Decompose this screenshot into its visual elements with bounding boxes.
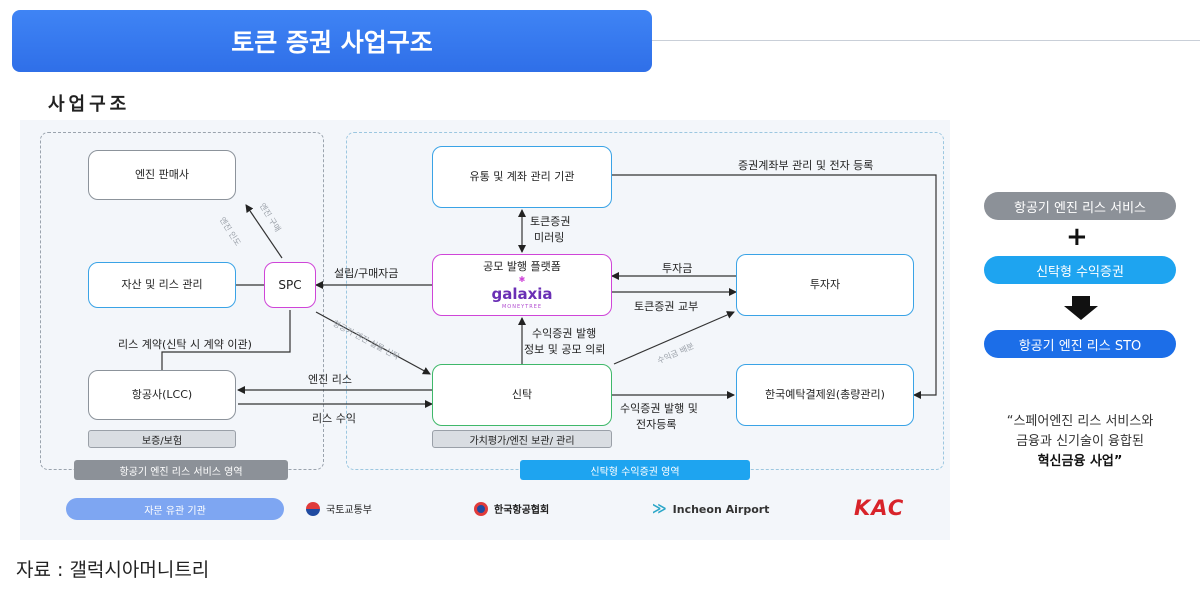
org-molit: 국토교통부 xyxy=(306,501,372,516)
galaxia-logo-sub: MONEYTREE xyxy=(501,304,543,311)
org-incheon-name: Incheon Airport xyxy=(672,502,770,516)
label-token-mirror-2: 미러링 xyxy=(534,231,565,244)
tag-valuation-storage: 가치평가/엔진 보관/ 관리 xyxy=(432,430,612,448)
node-airline: 항공사(LCC) xyxy=(88,370,236,420)
node-spc: SPC xyxy=(264,262,316,308)
org-kac-logo: KAC xyxy=(854,496,905,520)
node-asset-lease-mgmt: 자산 및 리스 관리 xyxy=(88,262,236,308)
quote-line-3: 혁신금융 사업” xyxy=(1037,454,1123,470)
label-investment: 투자금 xyxy=(662,262,693,275)
quote-line-2: 금융과 신기술이 융합된 xyxy=(1016,434,1144,450)
galaxia-logo: galaxia xyxy=(491,285,553,304)
node-offering-platform: 공모 발행 플랫폼 ✱ galaxia MONEYTREE xyxy=(432,254,612,316)
label-engine-lease: 엔진 리스 xyxy=(308,373,352,386)
tag-guarantee-insurance: 보증/보험 xyxy=(88,430,236,448)
org-molit-name: 국토교통부 xyxy=(326,505,372,516)
plus-icon: + xyxy=(1066,222,1088,252)
page-title: 토큰 증권 사업구조 xyxy=(231,28,433,57)
page-title-bar: 토큰 증권 사업구조 xyxy=(12,10,652,72)
edge-custody-ksd xyxy=(612,174,937,399)
org-incheon-airport: ≫ Incheon Airport xyxy=(652,501,769,517)
edge-spc-seller xyxy=(245,204,283,259)
platform-name: 공모 발행 플랫폼 xyxy=(483,259,561,273)
org-kaa-name: 한국항공협회 xyxy=(494,505,550,516)
edge-spc-airline xyxy=(161,310,291,370)
incheon-swoosh-icon: ≫ xyxy=(652,501,667,517)
node-custody-institution: 유통 및 계좌 관리 기관 xyxy=(432,146,612,208)
label-issue-request-1: 수익증권 발행 xyxy=(532,327,597,340)
side-trust-securities: 신탁형 수익증권 xyxy=(984,256,1176,284)
label-issue-register-1: 수익증권 발행 및 xyxy=(620,402,698,415)
label-issue-register-2: 전자등록 xyxy=(636,418,677,431)
section-subtitle: 사업구조 xyxy=(48,94,131,115)
header-divider xyxy=(652,40,1200,41)
node-investor: 투자자 xyxy=(736,254,914,316)
node-trust: 신탁 xyxy=(432,364,612,426)
label-token-mirror-1: 토큰증권 xyxy=(530,215,571,228)
region-tag-lease-service: 항공기 엔진 리스 서비스 영역 xyxy=(74,460,288,480)
side-quote: “스페어엔진 리스 서비스와 금융과 신기술이 융합된 혁신금융 사업” xyxy=(968,412,1192,472)
label-lease-income: 리스 수익 xyxy=(312,412,356,425)
edge-trust-investor xyxy=(613,311,735,365)
down-arrow-icon xyxy=(1064,296,1098,320)
kaa-logo-icon xyxy=(474,501,488,516)
taegeuk-icon xyxy=(306,501,320,516)
edge-spc-trust xyxy=(315,311,431,375)
source-caption: 자료 : 갤럭시아머니트리 xyxy=(16,559,210,581)
org-kaa: 한국항공협회 xyxy=(474,501,549,516)
region-tag-trust-securities: 신탁형 수익증권 영역 xyxy=(520,460,750,480)
node-engine-seller: 엔진 판매사 xyxy=(88,150,236,200)
label-setup-purchase: 설립/구매자금 xyxy=(334,267,399,280)
node-ksd: 한국예탁결제원(총량관리) xyxy=(736,364,914,426)
quote-line-1: “스페어엔진 리스 서비스와 xyxy=(1006,414,1154,429)
label-token-delivery: 토큰증권 교부 xyxy=(634,300,699,313)
label-issue-request-2: 정보 및 공모 의뢰 xyxy=(524,343,606,356)
advisory-label: 자문 유관 기관 xyxy=(66,498,284,520)
label-registry: 증권계좌부 관리 및 전자 등록 xyxy=(738,159,874,172)
label-lease-contract: 리스 계약(신탁 시 계약 이관) xyxy=(118,338,252,351)
side-lease-service: 항공기 엔진 리스 서비스 xyxy=(984,192,1176,220)
star-icon: ✱ xyxy=(518,275,526,285)
side-engine-lease-sto: 항공기 엔진 리스 STO xyxy=(984,330,1176,358)
